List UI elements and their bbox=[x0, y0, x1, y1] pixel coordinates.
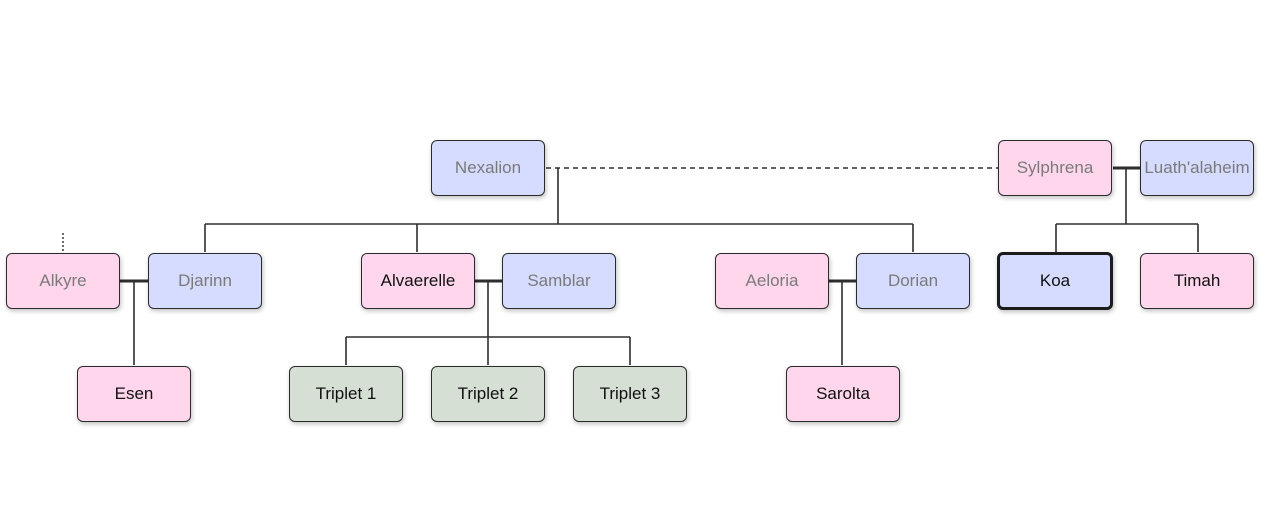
nexalion-children-connector bbox=[204, 168, 914, 252]
person-node-luathalaheim[interactable]: Luath'alaheim bbox=[1140, 140, 1254, 196]
person-name: Alkyre bbox=[39, 271, 87, 290]
person-name: Sylphrena bbox=[1016, 158, 1094, 177]
person-node-sarolta[interactable]: Sarolta bbox=[786, 366, 900, 422]
person-name: Dorian bbox=[887, 271, 939, 290]
person-name: Esen bbox=[114, 384, 154, 403]
person-name: Timah bbox=[1173, 271, 1221, 290]
person-node-koa[interactable]: Koa bbox=[997, 252, 1113, 310]
person-node-triplet-3[interactable]: Triplet 3 bbox=[573, 366, 687, 422]
person-node-alkyre[interactable]: Alkyre bbox=[6, 253, 120, 309]
person-node-djarinn[interactable]: Djarinn bbox=[148, 253, 262, 309]
person-name: Djarinn bbox=[178, 271, 232, 290]
person-node-triplet-1[interactable]: Triplet 1 bbox=[289, 366, 403, 422]
person-node-nexalion[interactable]: Nexalion bbox=[431, 140, 545, 196]
person-node-sylphrena[interactable]: Sylphrena bbox=[998, 140, 1112, 196]
person-node-timah[interactable]: Timah bbox=[1140, 253, 1254, 309]
person-name: Triplet 2 bbox=[457, 384, 519, 403]
person-name: Triplet 1 bbox=[315, 384, 377, 403]
person-node-aeloria[interactable]: Aeloria bbox=[715, 253, 829, 309]
person-node-dorian[interactable]: Dorian bbox=[856, 253, 970, 309]
person-name: Alvaerelle bbox=[380, 271, 456, 290]
person-node-samblar[interactable]: Samblar bbox=[502, 253, 616, 309]
person-name: Triplet 3 bbox=[599, 384, 661, 403]
person-name: Luath'alaheim bbox=[1144, 158, 1250, 177]
person-node-esen[interactable]: Esen bbox=[77, 366, 191, 422]
person-name: Koa bbox=[1039, 271, 1071, 290]
person-name: Aeloria bbox=[745, 271, 799, 290]
person-name: Samblar bbox=[527, 271, 591, 290]
person-name: Sarolta bbox=[816, 384, 870, 403]
person-name: Nexalion bbox=[454, 158, 522, 177]
person-node-triplet-2[interactable]: Triplet 2 bbox=[431, 366, 545, 422]
person-node-alvaerelle[interactable]: Alvaerelle bbox=[361, 253, 475, 309]
